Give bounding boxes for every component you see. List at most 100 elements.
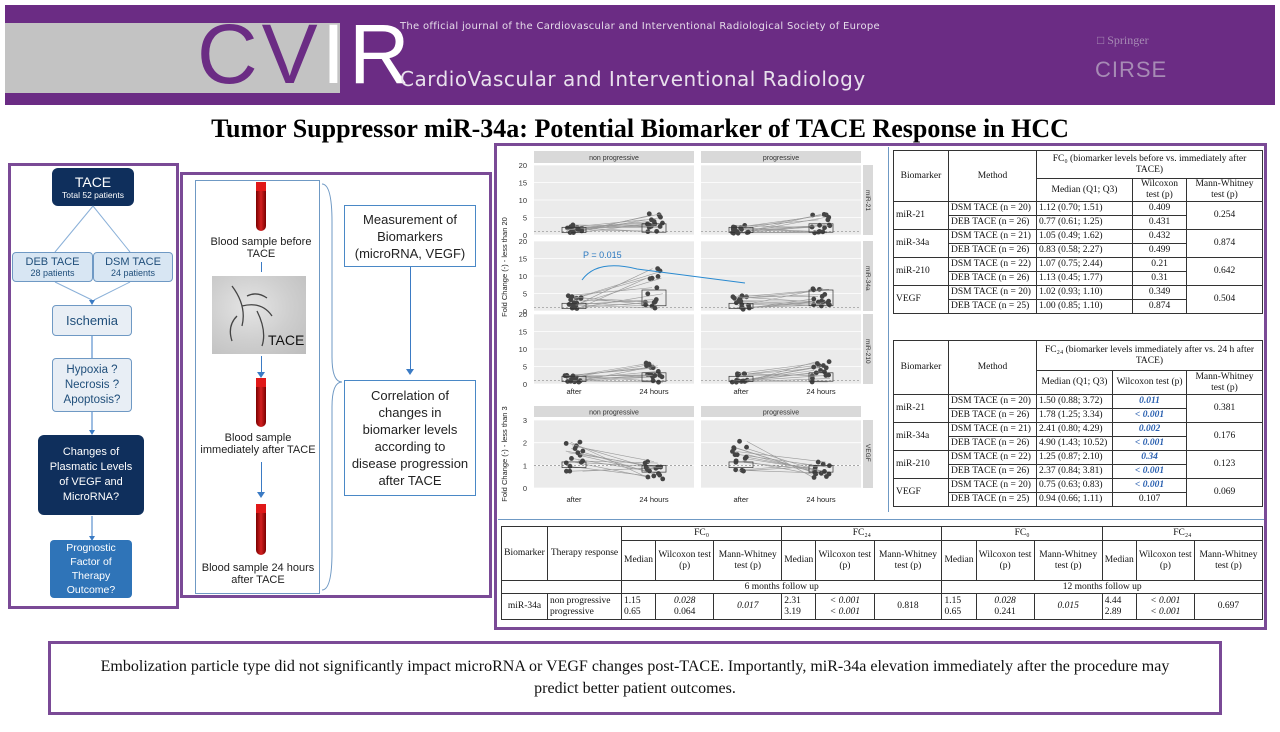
- data-point: [730, 448, 735, 454]
- panel-strip: [701, 151, 861, 163]
- data-point: [733, 300, 739, 306]
- dsm-tace-box: DSM TACE 24 patients: [93, 252, 173, 282]
- t2-h-median: Median (Q1; Q3): [1036, 370, 1113, 395]
- table-cell: DSM TACE (n = 20): [948, 285, 1037, 300]
- pair-line: [580, 380, 663, 383]
- table-cell: 0.069: [1186, 478, 1263, 507]
- data-point: [809, 373, 815, 379]
- data-point: [657, 224, 663, 229]
- journal-banner: CVIR The official journal of the Cardiov…: [5, 5, 1275, 105]
- data-point: [649, 217, 654, 223]
- arrowhead-4: [406, 369, 414, 375]
- data-point: [569, 456, 574, 461]
- panel-label: non progressive: [589, 155, 639, 162]
- data-point: [811, 296, 817, 302]
- data-point: [738, 298, 744, 304]
- table-row: DEB TACE (n = 26)1.78 (1.25; 3.34)< 0.00…: [894, 408, 1263, 423]
- panel-label: progressive: [763, 410, 799, 417]
- pair-line: [580, 278, 646, 308]
- t3-mw6a: 0.017: [713, 593, 783, 620]
- box-plot: [561, 375, 587, 382]
- data-point: [570, 373, 576, 379]
- box-plot: [728, 461, 754, 468]
- box-plot: [641, 223, 667, 233]
- table-cell: 0.176: [1186, 422, 1263, 451]
- pair-line: [743, 214, 822, 233]
- sample-before-label: Blood sample before TACE: [210, 236, 312, 260]
- data-point: [818, 367, 823, 373]
- data-point: [733, 467, 739, 473]
- panel-strip: [534, 406, 694, 417]
- tace-image-label: TACE: [268, 332, 305, 348]
- pair-line: [740, 217, 826, 234]
- data-point: [656, 379, 661, 385]
- data-point: [811, 475, 817, 480]
- data-point: [644, 363, 649, 369]
- tace-angiogram-image: TACE: [212, 276, 306, 354]
- table-cell: miR-210: [893, 450, 949, 479]
- arrow-image-tube2: [261, 356, 262, 372]
- table-cell: 1.50 (0.88; 3.72): [1036, 394, 1113, 409]
- pair-line: [572, 365, 658, 383]
- table-cell: 0.874: [1132, 299, 1187, 314]
- table-divider: [498, 519, 1264, 520]
- arrowhead-2: [257, 372, 265, 378]
- data-point: [660, 476, 666, 482]
- box-plot: [641, 289, 667, 307]
- table-cell: < 0.001: [1112, 478, 1187, 493]
- vessel-drawing: [229, 285, 273, 347]
- x-tick-label: after: [733, 495, 749, 504]
- pair-line: [741, 225, 829, 230]
- pair-line: [739, 227, 814, 232]
- y-tick-label: 10: [519, 272, 527, 281]
- table-cell: < 0.001: [1112, 436, 1187, 451]
- pair-line: [736, 296, 817, 303]
- table-cell: 0.77 (0.61; 1.25): [1036, 215, 1133, 230]
- data-point: [567, 468, 573, 474]
- ischemia-box: Ischemia: [52, 305, 132, 336]
- y-tick-label: 15: [519, 255, 527, 264]
- data-point: [826, 372, 832, 378]
- table-cell: DSM TACE (n = 21): [948, 229, 1037, 244]
- box-plot: [561, 302, 587, 309]
- table-cell: 0.499: [1132, 243, 1187, 258]
- y-tick-label: 15: [519, 328, 527, 337]
- data-point: [809, 379, 815, 385]
- data-point: [657, 372, 663, 378]
- table-cell: miR-34a: [893, 422, 949, 451]
- annotation-label: P = 0.015: [583, 250, 622, 260]
- table-cell: DEB TACE (n = 26): [948, 408, 1037, 423]
- data-point: [825, 300, 831, 306]
- table-cell: 1.02 (0.93; 1.10): [1036, 285, 1133, 300]
- tace-box: TACE Total 52 patients: [52, 168, 134, 206]
- pair-line: [573, 376, 655, 383]
- t3-mw6b: 0.818: [873, 593, 943, 620]
- data-point: [743, 454, 749, 460]
- data-point: [568, 224, 574, 230]
- prognostic-box: Prognostic Factor of Therapy Outcome?: [50, 540, 132, 598]
- table-cell: 0.642: [1186, 257, 1263, 286]
- table-cell: DEB TACE (n = 26): [948, 215, 1037, 230]
- box-plot: [808, 223, 834, 233]
- table-row: DEB TACE (n = 25)1.00 (0.85; 1.10)0.874: [894, 299, 1263, 314]
- t3-mw12b: 0.697: [1193, 593, 1264, 620]
- table-cell: 0.002: [1112, 422, 1187, 437]
- data-point: [811, 364, 817, 370]
- data-point: [746, 305, 752, 311]
- x-tick-label: 24 hours: [639, 495, 668, 504]
- blood-tube-3: [256, 513, 266, 555]
- table-cell: DSM TACE (n = 20): [948, 201, 1037, 216]
- table-cell: 0.381: [1186, 394, 1263, 423]
- deb-tace-box: DEB TACE 28 patients: [12, 252, 93, 282]
- data-point: [576, 379, 582, 385]
- banner-grey-band: [5, 23, 340, 93]
- table-cell: 0.107: [1112, 492, 1187, 507]
- data-point: [562, 373, 568, 379]
- pair-line: [570, 277, 662, 307]
- t3-median-4: Median: [1101, 540, 1137, 581]
